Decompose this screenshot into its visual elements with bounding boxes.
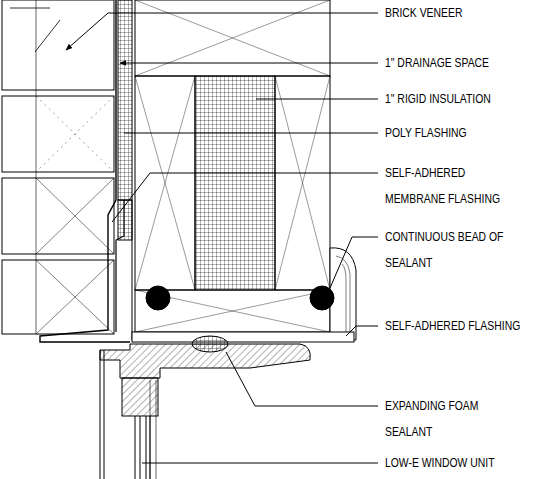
brick: [2, 260, 114, 334]
self-adhered-flashing: [132, 332, 354, 342]
sealant-bead: [146, 286, 170, 310]
callout-label: EXPANDING FOAM SEALANT: [385, 393, 527, 445]
sealant-bead: [310, 286, 334, 310]
callout-label: SELF-ADHERED MEMBRANE FLASHING: [385, 160, 527, 212]
callout-label: SELF-ADHERED FLASHING: [385, 313, 527, 339]
callout-label: LOW-E WINDOW UNIT: [385, 450, 527, 476]
callout-label: BRICK VENEER: [385, 0, 527, 26]
brick: [2, 0, 114, 90]
header: [135, 0, 330, 76]
callout-label: CONTINUOUS BEAD OF SEALANT: [385, 224, 527, 276]
callout-label: 1" RIGID INSULATION: [385, 86, 527, 112]
brick: [2, 178, 114, 254]
foam-sealant: [192, 336, 228, 352]
callout-label: 1" DRAINAGE SPACE: [385, 50, 527, 76]
leaders: [66, 13, 378, 463]
callout-label: POLY FLASHING: [385, 120, 527, 146]
brick: [2, 96, 114, 172]
cavity-insulation: [195, 76, 275, 290]
